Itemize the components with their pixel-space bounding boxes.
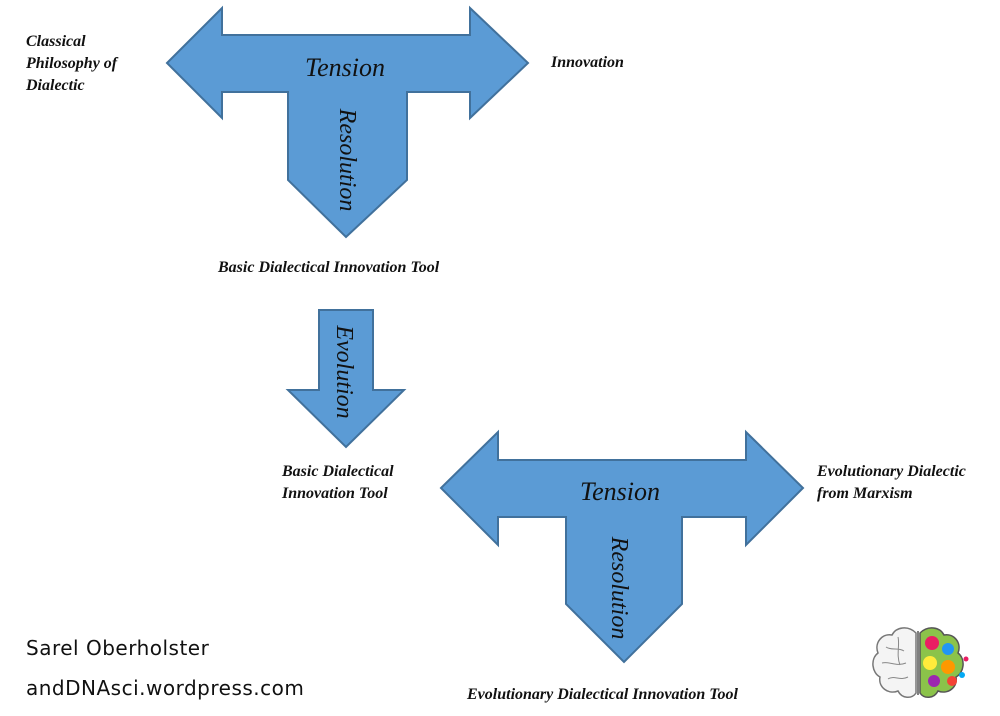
classical-philosophy-line-2: Philosophy of <box>26 55 118 72</box>
author-name: Sarel Oberholster <box>26 636 210 660</box>
evolutionary-tool-result-label: Evolutionary Dialectical Innovation Tool <box>467 686 738 703</box>
website-link[interactable]: andDNAsci.wordpress.com <box>26 676 305 700</box>
innovation-label: Innovation <box>551 54 624 71</box>
classical-philosophy-label: Classical Philosophy of Dialectic <box>26 31 117 97</box>
top-tension-arrow <box>165 5 530 239</box>
bottom-tension-arrow <box>439 429 805 664</box>
evolutionary-dialectic-label: Evolutionary Dialectic from Marxism <box>817 461 966 505</box>
basic-tool-result-label: Basic Dialectical Innovation Tool <box>218 259 440 276</box>
classical-philosophy-line-1: Classical <box>26 33 86 50</box>
basic-tool-input-line-2: Innovation Tool <box>282 485 388 502</box>
evolution-arrow <box>285 309 407 449</box>
classical-philosophy-line-3: Dialectic <box>26 77 85 94</box>
bottom-resolution-label: Resolution <box>606 536 632 640</box>
basic-tool-input-line-1: Basic Dialectical <box>282 463 394 480</box>
evolutionary-dialectic-line-2: from Marxism <box>817 485 913 502</box>
top-resolution-label: Resolution <box>334 108 360 212</box>
top-tension-label: Tension <box>305 53 385 82</box>
brain-logo-icon <box>872 627 969 698</box>
basic-tool-input-label: Basic Dialectical Innovation Tool <box>282 461 394 505</box>
evolution-label: Evolution <box>331 324 357 418</box>
evolutionary-dialectic-line-1: Evolutionary Dialectic <box>817 463 966 480</box>
bottom-tension-label: Tension <box>580 477 660 506</box>
